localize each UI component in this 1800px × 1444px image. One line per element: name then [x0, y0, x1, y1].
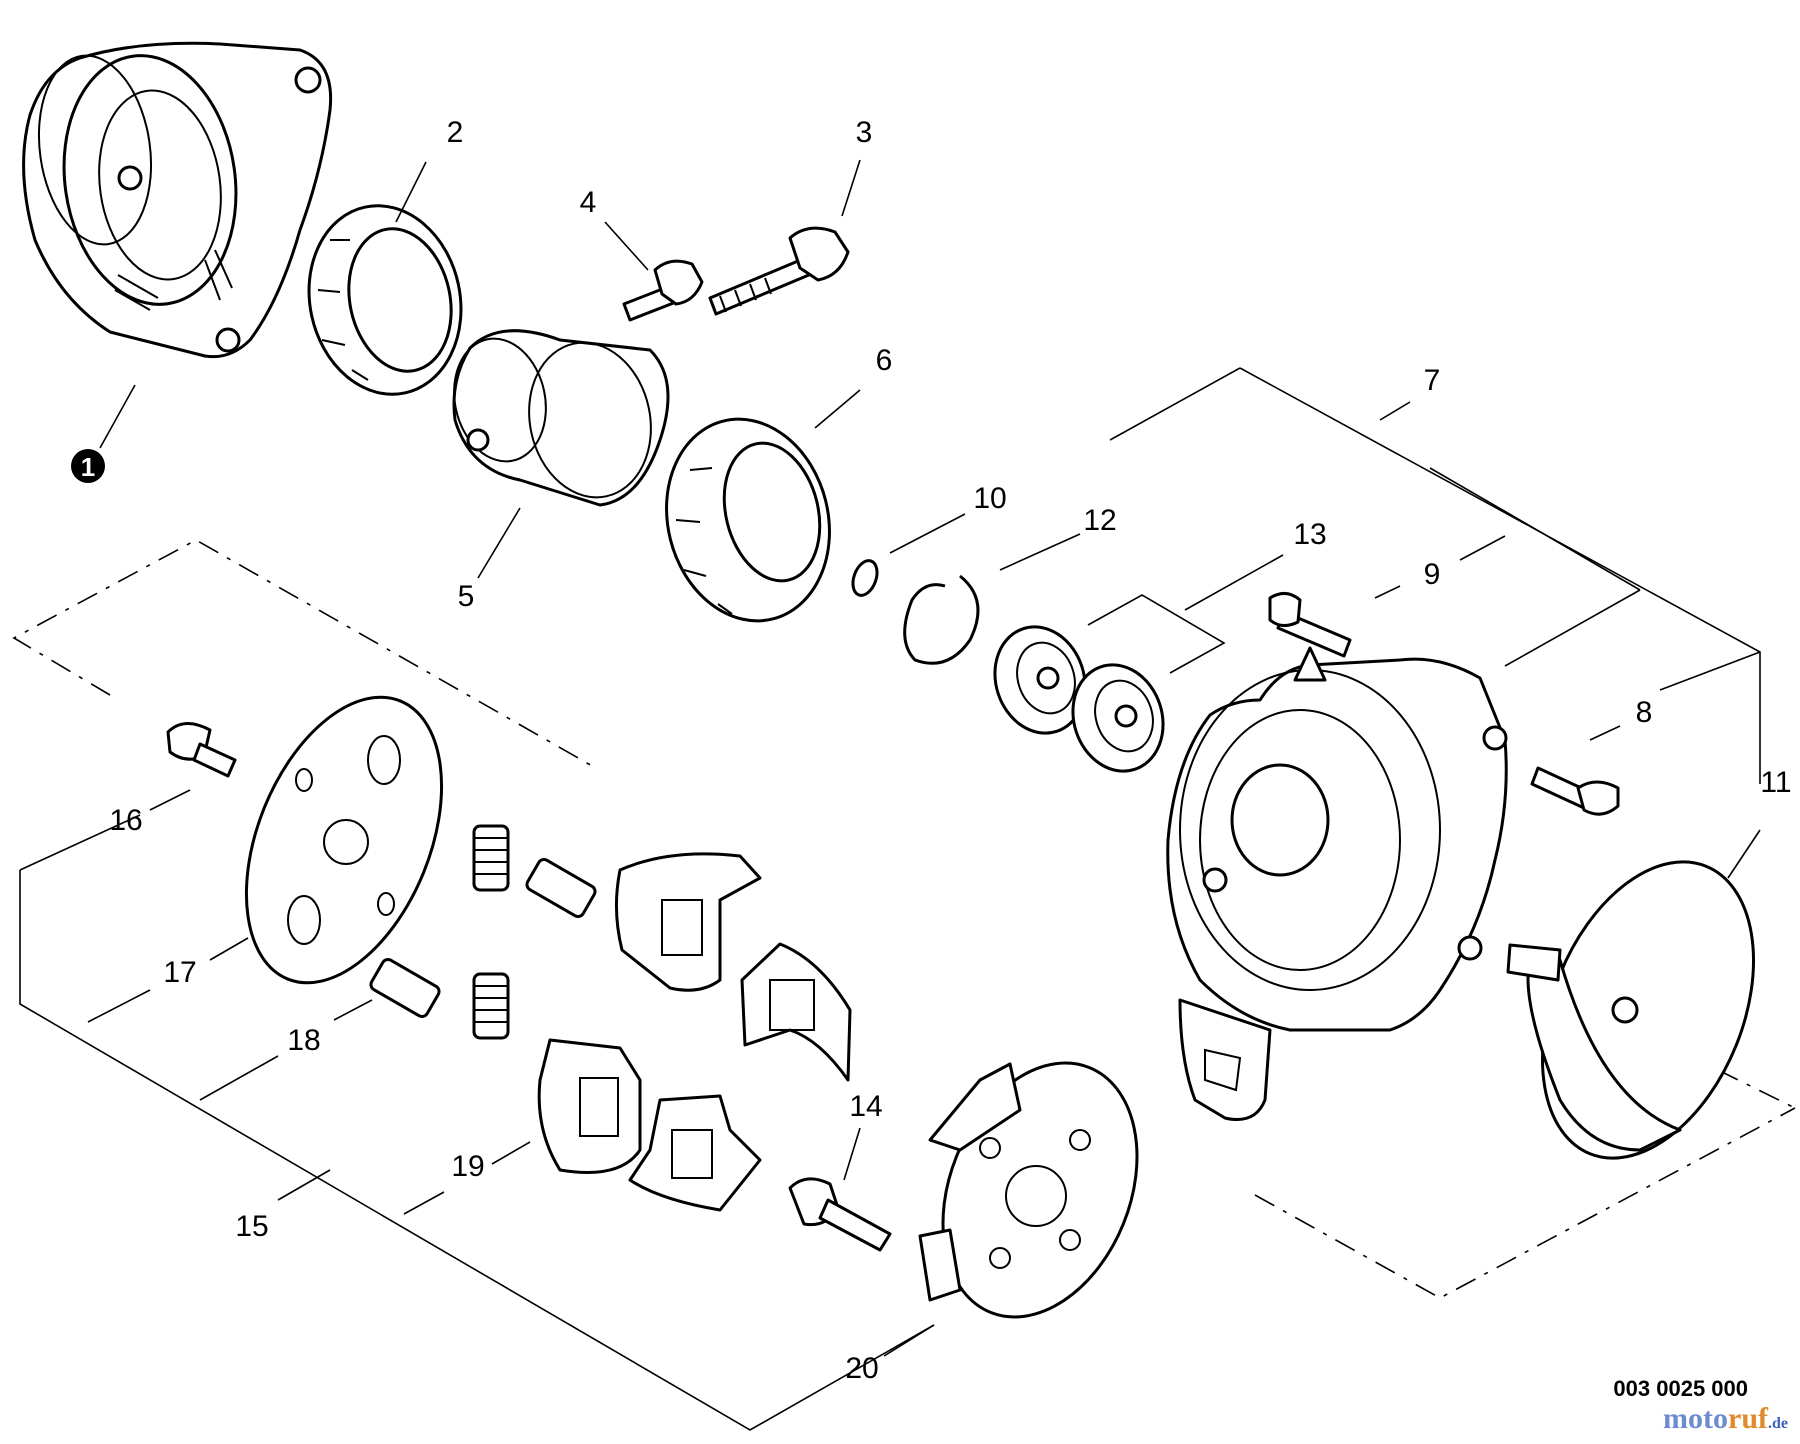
group-outline-left — [12, 539, 935, 1431]
callout-8-label: 8 — [1636, 696, 1653, 729]
callout-11-label: 11 — [1760, 766, 1791, 799]
callout-6: 6 — [814, 344, 893, 429]
part-20-clutch-hub — [918, 1061, 1139, 1319]
part-2-ring-nut — [307, 204, 463, 396]
part-14-bolt — [788, 1177, 892, 1252]
part-11-clutch-drum — [1506, 860, 1755, 1160]
watermark-part2: ruf — [1728, 1402, 1768, 1435]
callout-9-label: 9 — [1424, 558, 1441, 591]
part-7-clutch-housing — [1166, 646, 1508, 1121]
part-5-sleeve — [452, 329, 670, 507]
callout-13-label: 13 — [1293, 518, 1326, 551]
callout-2-label: 2 — [447, 116, 464, 149]
part-17-plate — [244, 695, 444, 985]
callout-20-label: 20 — [845, 1352, 878, 1385]
watermark-logo: motoruf.de — [1663, 1402, 1788, 1436]
callout-12-label: 12 — [1083, 504, 1116, 537]
callout-17-label: 17 — [163, 956, 196, 989]
callout-19-label: 19 — [451, 1150, 484, 1183]
callout-5-label: 5 — [458, 580, 475, 613]
callout-1: 1 — [71, 384, 136, 483]
watermark-part1: moto — [1663, 1402, 1728, 1435]
callout-7: 7 — [1109, 364, 1641, 667]
callout-13: 13 — [1087, 518, 1327, 674]
part-3-long-bolt — [708, 226, 850, 316]
part-1-housing-cover — [22, 41, 333, 359]
callout-3-label: 3 — [856, 116, 873, 149]
part-16-screw — [166, 722, 237, 778]
callout-15: 15 — [235, 1169, 331, 1243]
part-18-springs — [369, 824, 597, 1040]
callout-6-label: 6 — [876, 344, 893, 377]
part-4-short-bolt — [622, 259, 704, 322]
part-19-clutch-shoes — [537, 852, 852, 1212]
callout-18-label: 18 — [287, 1024, 320, 1057]
callout-20: 20 — [845, 1324, 935, 1385]
callout-16: 16 — [109, 789, 191, 837]
callout-14-label: 14 — [849, 1090, 882, 1123]
part-12-circlip — [903, 574, 980, 665]
callout-12: 12 — [999, 504, 1117, 571]
callout-19: 19 — [403, 1141, 531, 1215]
callout-7-label: 7 — [1424, 364, 1441, 397]
part-10-washer — [851, 559, 879, 597]
part-8-bolt — [1530, 766, 1620, 816]
callout-16-label: 16 — [109, 804, 142, 837]
part-9-bolt — [1268, 592, 1352, 658]
callout-15-label: 15 — [235, 1210, 268, 1243]
callout-10: 10 — [889, 482, 1007, 554]
callout-2: 2 — [395, 116, 464, 223]
part-13-bearings — [993, 625, 1165, 773]
callout-8: 8 — [1589, 651, 1761, 741]
callout-4: 4 — [580, 186, 649, 271]
callout-11: 11 — [1727, 766, 1792, 879]
callout-5: 5 — [458, 507, 521, 613]
callout-4-label: 4 — [580, 186, 597, 219]
callout-9: 9 — [1374, 535, 1506, 599]
callout-10-label: 10 — [973, 482, 1006, 515]
callout-1-label: 1 — [81, 452, 95, 482]
callout-18: 18 — [199, 999, 373, 1101]
part-6-nut — [665, 417, 831, 623]
callout-17: 17 — [87, 937, 249, 1023]
callout-3: 3 — [841, 116, 873, 217]
drawing-number: 003 0025 000 — [1613, 1376, 1748, 1401]
callout-14: 14 — [843, 1090, 883, 1181]
watermark-part3: .de — [1768, 1415, 1788, 1432]
